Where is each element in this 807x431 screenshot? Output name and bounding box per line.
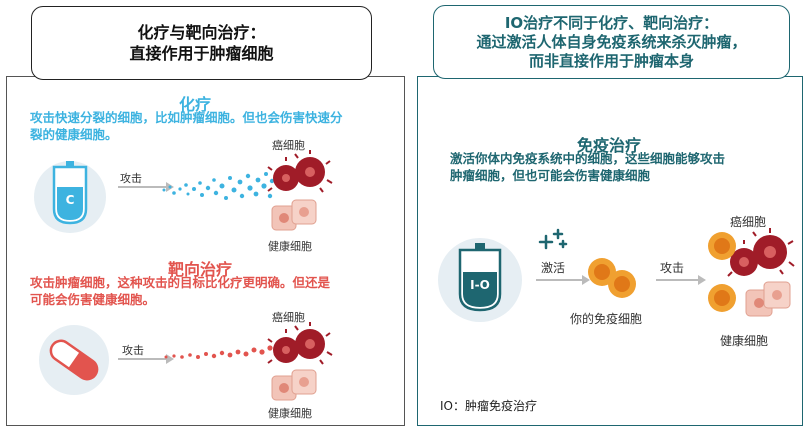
left-header-line1: 化疗与靶向治疗： bbox=[137, 23, 266, 42]
chemo-title: 化疗 bbox=[178, 95, 211, 114]
targeted-desc-line2: 可能会伤害健康细胞。 bbox=[30, 292, 156, 307]
left-header-line2: 直接作用于肿瘤细胞 bbox=[129, 44, 274, 63]
io-attack-arrow bbox=[656, 275, 706, 285]
right-header-box: IO治疗不同于化疗、靶向治疗： 通过激活人体自身免疫系统来杀灭肿瘤， 而非直接作… bbox=[433, 5, 790, 79]
chemo-desc-line2: 裂的健康细胞。 bbox=[30, 127, 118, 142]
chemo-desc-line1: 攻击快速分裂的细胞，比如肿瘤细胞。但也会伤害快速分 bbox=[30, 110, 343, 125]
chemo-spray-particles bbox=[162, 172, 275, 200]
targeted-cancer-cells bbox=[267, 322, 333, 365]
left-header-box: 化疗与靶向治疗： 直接作用于肿瘤细胞 bbox=[31, 6, 372, 80]
io-desc-line2: 肿瘤细胞，但也可能会伤害健康细胞 bbox=[450, 168, 651, 183]
chemo-bag-icon bbox=[34, 161, 106, 233]
io-immune-label: 你的免疫细胞 bbox=[570, 312, 643, 326]
targeted-title: 靶向治疗 bbox=[167, 260, 232, 279]
targeted-attack-arrow bbox=[118, 354, 174, 364]
chemo-attack-label: 攻击 bbox=[120, 172, 142, 185]
io-desc-line1: 激活你体内免疫系统中的细胞，这些细胞能够攻击 bbox=[450, 151, 726, 166]
io-activate-label: 激活 bbox=[541, 261, 566, 275]
chemo-bag-letter: C bbox=[65, 193, 75, 207]
targeted-attack-label: 攻击 bbox=[122, 344, 144, 357]
io-footnote: IO：肿瘤免疫治疗 bbox=[440, 399, 537, 413]
sparkle-icon bbox=[538, 228, 568, 250]
io-attack-label: 攻击 bbox=[660, 261, 685, 275]
right-header-line1: IO治疗不同于化疗、靶向治疗： bbox=[504, 13, 719, 32]
io-bag-icon bbox=[438, 238, 522, 322]
targeted-particles bbox=[164, 345, 279, 359]
pill-icon bbox=[39, 325, 109, 395]
targeted-desc-line1: 攻击肿瘤细胞，这种攻击的目标比化疗更明确。但还是 bbox=[30, 275, 331, 290]
right-header-line3: 而非直接作用于肿瘤本身 bbox=[528, 51, 694, 70]
io-cancer-label: 癌细胞 bbox=[730, 215, 767, 229]
chemo-cancer-cells bbox=[267, 150, 333, 193]
targeted-cancer-label: 癌细胞 bbox=[272, 311, 305, 324]
chemo-healthy-label: 健康细胞 bbox=[268, 240, 312, 253]
io-activate-arrow bbox=[536, 275, 590, 285]
io-bag-label: I-O bbox=[470, 278, 490, 292]
targeted-healthy-label: 健康细胞 bbox=[268, 407, 312, 420]
io-cancer-cells bbox=[708, 228, 795, 277]
chemo-desc: 攻击快速分裂的细胞，比如肿瘤细胞。但也会伤害快速分 裂的健康细胞。 bbox=[30, 109, 400, 143]
immune-cells bbox=[588, 258, 636, 298]
chemo-cancer-label: 癌细胞 bbox=[272, 139, 305, 152]
right-header-line2: 通过激活人体自身免疫系统来杀灭肿瘤， bbox=[476, 32, 747, 51]
io-healthy-cells bbox=[708, 281, 791, 317]
io-desc: 激活你体内免疫系统中的细胞，这些细胞能够攻击 肿瘤细胞，但也可能会伤害健康细胞 bbox=[450, 150, 790, 184]
targeted-healthy-cells bbox=[271, 369, 317, 401]
targeted-desc: 攻击肿瘤细胞，这种攻击的目标比化疗更明确。但还是 可能会伤害健康细胞。 bbox=[30, 274, 400, 308]
chemo-healthy-cells bbox=[271, 199, 317, 231]
io-title: 免疫治疗 bbox=[576, 136, 641, 155]
io-healthy-label: 健康细胞 bbox=[720, 334, 769, 348]
